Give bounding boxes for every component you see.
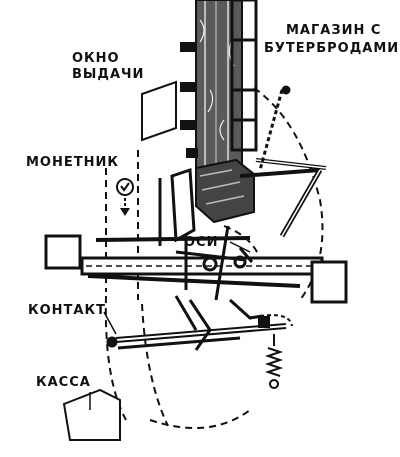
- label-coin-slot: МОНЕТНИК: [26, 155, 119, 170]
- label-window: ОКНО: [72, 51, 120, 66]
- upper-linkage: [158, 85, 327, 246]
- label-window-line2: ВЫДАЧИ: [72, 67, 144, 82]
- axles: [175, 225, 254, 301]
- label-sandwich-store: МАГАЗИН С: [286, 23, 381, 38]
- label-cash-box: КАССА: [36, 375, 91, 390]
- spring: [264, 334, 284, 389]
- sandwich-store-column: [180, 0, 258, 224]
- contact-lever: [106, 295, 293, 351]
- label-sandwich-store-line2: БУТЕРБРОДАМИ: [264, 41, 399, 56]
- main-frame: [44, 234, 348, 304]
- label-contact: КОНТАКТ: [28, 303, 106, 318]
- leader-lines: [103, 241, 251, 335]
- coin-icon: [116, 178, 134, 216]
- delivery-window-flap: [141, 80, 177, 142]
- cash-box: [62, 388, 121, 441]
- label-axes: ОСИ: [184, 235, 218, 250]
